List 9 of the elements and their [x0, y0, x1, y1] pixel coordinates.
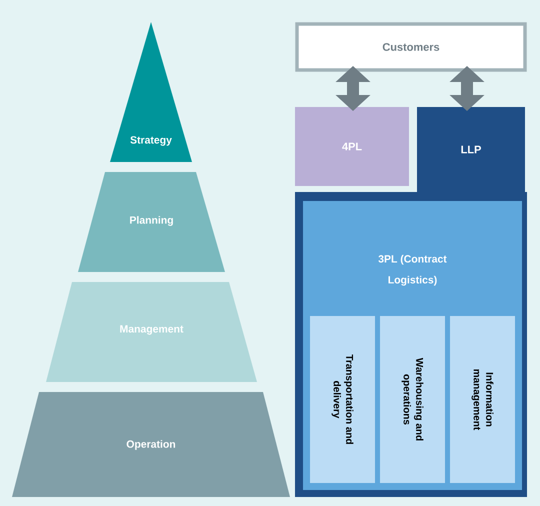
pyramid-level: Planning — [78, 172, 225, 272]
service-box: Information management — [450, 316, 515, 483]
customer-box: Customers — [295, 22, 527, 72]
pyramid-apex: Strategy — [110, 22, 192, 162]
service-box: Transportation and delivery — [310, 316, 375, 483]
pyramid-level: Management — [46, 282, 257, 382]
service-box: Warehousing and operations — [380, 316, 445, 483]
provider-box: 4PL — [295, 106, 409, 186]
node-label: LLP — [461, 146, 481, 154]
